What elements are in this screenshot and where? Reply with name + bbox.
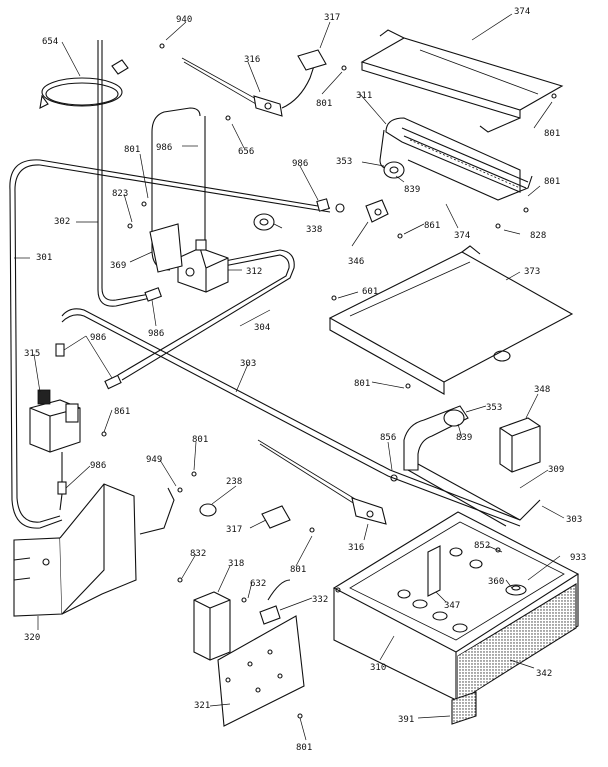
- label-801-h: 801: [296, 743, 312, 753]
- label-303-lower: 303: [566, 515, 582, 525]
- label-342: 342: [536, 669, 552, 679]
- label-656: 656: [238, 147, 254, 157]
- part-321-control-board: [217, 615, 305, 727]
- label-986-c: 986: [148, 329, 164, 339]
- label-801-b: 801: [544, 129, 560, 139]
- part-373-shield-lower: [328, 245, 574, 395]
- label-302: 302: [54, 217, 70, 227]
- label-310: 310: [370, 663, 386, 673]
- label-353-lower: 353: [486, 403, 502, 413]
- part-316-igniter-top: [181, 57, 315, 117]
- label-832: 832: [190, 549, 206, 559]
- part-238-clip: [199, 503, 217, 517]
- label-374-mid: 374: [454, 231, 470, 241]
- part-374-shield-top: [360, 29, 564, 133]
- part-346-orifice: [365, 199, 389, 223]
- label-801-f: 801: [192, 435, 208, 445]
- part-number-labels: 940 317 374 654 316 801 311 801 986 801 …: [24, 7, 586, 753]
- label-321: 321: [194, 701, 210, 711]
- part-317-bracket-lower: [261, 505, 291, 529]
- label-303-mid: 303: [240, 359, 256, 369]
- label-373: 373: [524, 267, 540, 277]
- part-315-valve: [29, 389, 81, 453]
- label-346: 346: [348, 257, 364, 267]
- leader-lines: [14, 13, 565, 741]
- label-347: 347: [444, 601, 460, 611]
- label-986-b: 986: [292, 159, 308, 169]
- part-391-foot: [451, 691, 477, 725]
- label-632: 632: [250, 579, 266, 589]
- label-861-top: 861: [424, 221, 440, 231]
- screws: [101, 43, 557, 719]
- label-801-e: 801: [354, 379, 370, 389]
- label-823: 823: [112, 189, 128, 199]
- label-318: 318: [228, 559, 244, 569]
- label-320: 320: [24, 633, 40, 643]
- label-353-top: 353: [336, 157, 352, 167]
- label-332: 332: [312, 595, 328, 605]
- part-304-tube: [121, 249, 295, 381]
- label-801-g: 801: [290, 565, 306, 575]
- label-238: 238: [226, 477, 242, 487]
- label-601: 601: [362, 287, 378, 297]
- label-391: 391: [398, 715, 414, 725]
- label-986-e: 986: [90, 461, 106, 471]
- part-654-tube-coil: [39, 59, 129, 109]
- label-852: 852: [474, 541, 490, 551]
- label-312: 312: [246, 267, 262, 277]
- label-311: 311: [356, 91, 372, 101]
- label-374-top: 374: [514, 7, 530, 17]
- part-301-tube: [9, 159, 331, 529]
- part-338-holder: [253, 213, 275, 231]
- part-316-igniter-lower: [257, 439, 387, 525]
- label-801-d: 801: [544, 177, 560, 187]
- part-303-tube: [61, 308, 541, 521]
- label-301: 301: [36, 253, 52, 263]
- part-320-bracket: [13, 483, 137, 617]
- part-311-burner: [379, 117, 529, 193]
- label-940: 940: [176, 15, 192, 25]
- part-360-grommet: [505, 584, 527, 596]
- label-861-lower: 861: [114, 407, 130, 417]
- label-315: 315: [24, 349, 40, 359]
- label-338: 338: [306, 225, 322, 235]
- part-312-regulator: [177, 239, 229, 293]
- part-839-shutter: [383, 161, 405, 179]
- label-317-lower: 317: [226, 525, 242, 535]
- label-316-top: 316: [244, 55, 260, 65]
- label-986-a: 986: [156, 143, 172, 153]
- label-360: 360: [488, 577, 504, 587]
- label-309: 309: [548, 465, 564, 475]
- label-316-lower: 316: [348, 543, 364, 553]
- part-348-block: [499, 417, 541, 473]
- part-369-bracket: [149, 223, 183, 273]
- part-309-burner-tube: [403, 405, 521, 527]
- part-374-burner-lower: [407, 159, 533, 201]
- label-801-c: 801: [124, 145, 140, 155]
- label-856: 856: [380, 433, 396, 443]
- label-369: 369: [110, 261, 126, 271]
- label-654: 654: [42, 37, 58, 47]
- label-839-top: 839: [404, 185, 420, 195]
- part-347-bracket: [427, 545, 441, 597]
- label-839-lower: 839: [456, 433, 472, 443]
- part-318-module: [193, 591, 231, 661]
- label-304: 304: [254, 323, 270, 333]
- label-348: 348: [534, 385, 550, 395]
- part-342-panel: [457, 583, 577, 703]
- label-933: 933: [570, 553, 586, 563]
- part-986-fitting: [144, 287, 162, 302]
- part-317-bracket-top: [297, 49, 327, 71]
- label-949: 949: [146, 455, 162, 465]
- label-986-d: 986: [90, 333, 106, 343]
- part-332-connector: [259, 579, 291, 625]
- label-828: 828: [530, 231, 546, 241]
- label-801-a: 801: [316, 99, 332, 109]
- part-302-tube: [97, 40, 151, 307]
- label-317: 317: [324, 13, 340, 23]
